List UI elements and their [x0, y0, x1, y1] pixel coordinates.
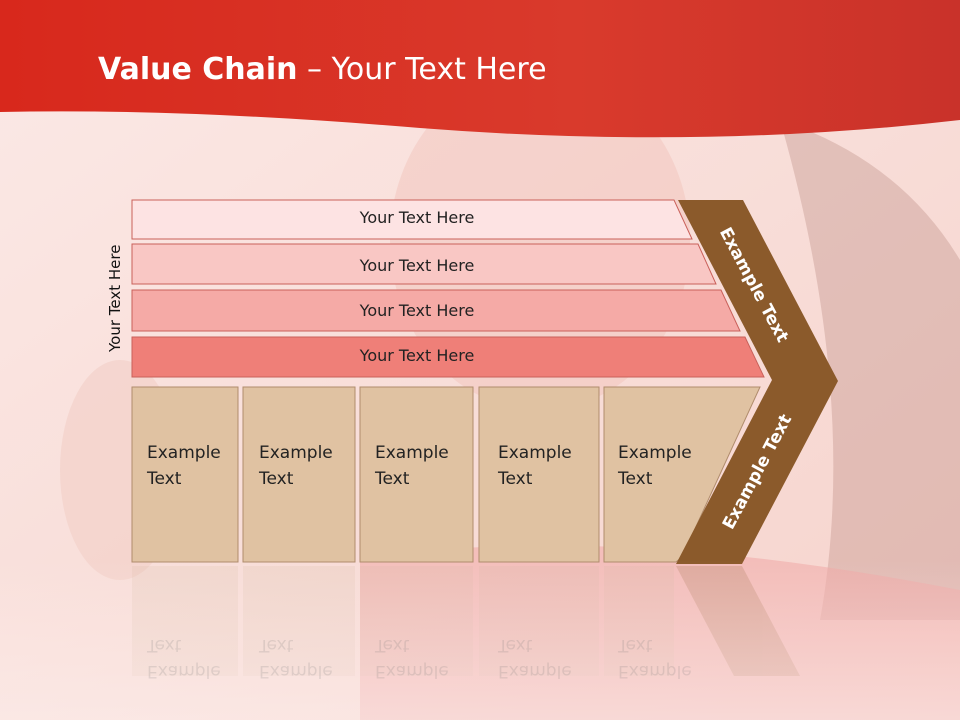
- band-1-label: Your Text Here: [359, 208, 475, 227]
- cell-1: [131, 386, 239, 563]
- side-label: Your Text Here: [106, 244, 124, 352]
- title-rest: – Your Text Here: [297, 52, 547, 87]
- chevron-arrow: [676, 200, 838, 564]
- band-4: [131, 336, 765, 378]
- band-2: [131, 243, 717, 285]
- band-2-label: Your Text Here: [359, 256, 475, 275]
- cell-3: [359, 386, 474, 563]
- band-3: [131, 289, 741, 332]
- title-bold: Value Chain: [98, 52, 298, 87]
- slide-title: Value Chain – Your Text Here: [98, 52, 547, 87]
- band-3-label: Your Text Here: [359, 301, 475, 320]
- band-1: [131, 199, 693, 240]
- band-4-label: Your Text Here: [359, 346, 475, 365]
- header-band: [0, 0, 960, 138]
